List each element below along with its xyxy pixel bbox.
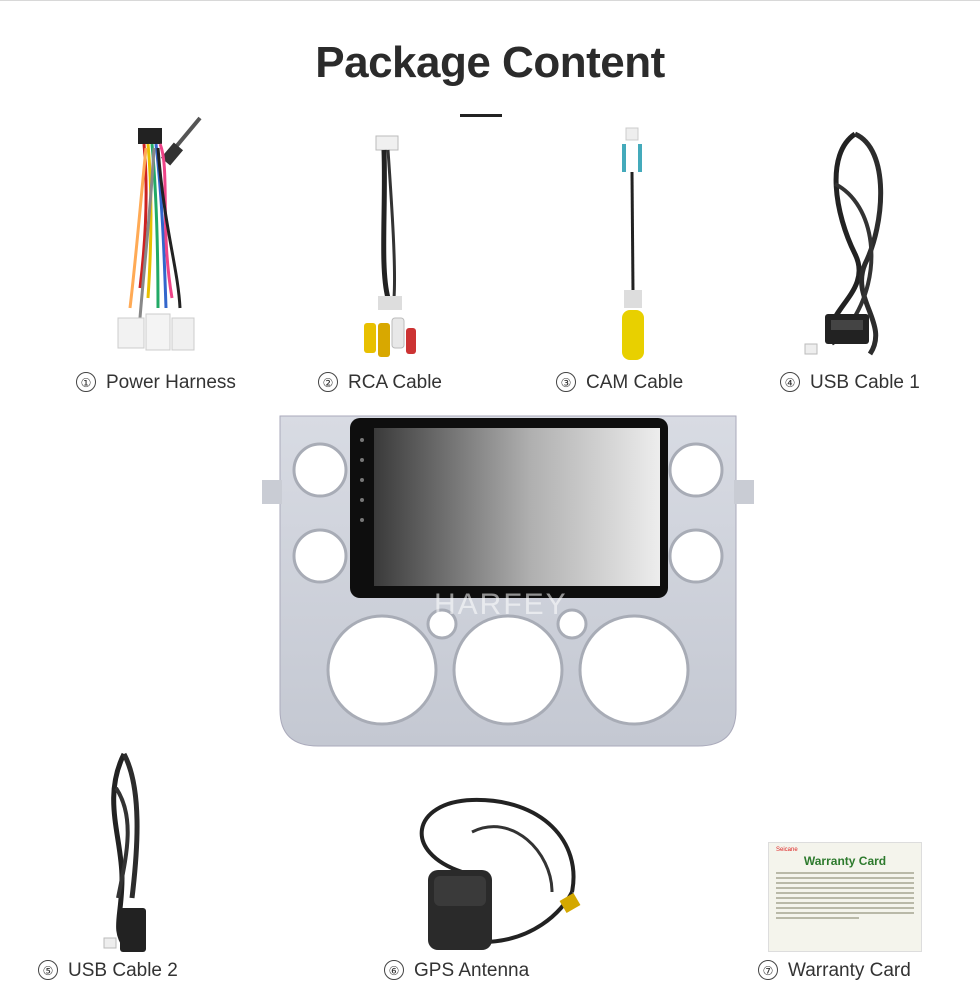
item-label: CAM Cable: [586, 372, 684, 393]
item-number: ③: [556, 372, 576, 392]
cam-cable-icon: [622, 127, 644, 360]
item-caption: ④ USB Cable 1: [780, 372, 920, 394]
usb-cable-icon: [804, 131, 884, 356]
item-caption: ⑥ GPS Antenna: [384, 960, 529, 982]
item-label: RCA Cable: [348, 372, 442, 393]
warranty-card-text: [776, 872, 914, 919]
warranty-card-title: Warranty Card: [803, 854, 887, 868]
power-harness-icon: [117, 116, 202, 351]
car-stereo-head-unit: [262, 415, 754, 747]
item-caption: ② RCA Cable: [318, 372, 442, 394]
page-title: Package Content: [315, 38, 665, 87]
rca-cable-icon: [364, 135, 416, 357]
item-caption: ⑦ Warranty Card: [758, 960, 911, 982]
item-caption: ③ CAM Cable: [556, 372, 683, 394]
item-caption: ① Power Harness: [76, 372, 236, 394]
item-number: ②: [318, 372, 338, 392]
gps-antenna-icon: [419, 797, 581, 950]
usb-cable-icon: [103, 752, 146, 952]
watermark: HARFEY: [434, 588, 568, 621]
item-label: USB Cable 1: [810, 372, 920, 393]
item-label: Power Harness: [106, 372, 236, 393]
warranty-card-brand: Seicane: [776, 847, 798, 853]
item-number: ⑤: [38, 960, 58, 980]
title-underline: [460, 114, 502, 117]
warranty-card-icon: Seicane Warranty Card: [768, 842, 922, 952]
item-number: ⑥: [384, 960, 404, 980]
top-divider: [0, 0, 980, 1]
item-number: ⑦: [758, 960, 778, 980]
item-number: ④: [780, 372, 800, 392]
item-label: USB Cable 2: [68, 960, 178, 981]
item-label: Warranty Card: [788, 960, 911, 981]
item-number: ①: [76, 372, 96, 392]
item-label: GPS Antenna: [414, 960, 530, 981]
item-caption: ⑤ USB Cable 2: [38, 960, 178, 982]
